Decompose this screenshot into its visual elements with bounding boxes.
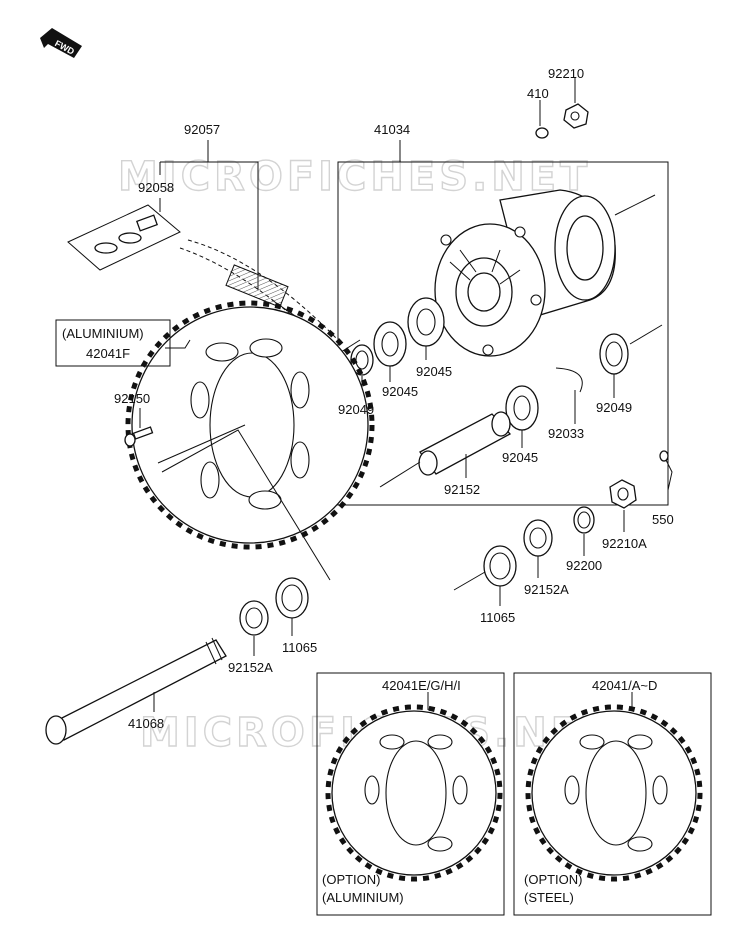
rear-hub — [434, 189, 656, 357]
label-seal-right: 92049 — [596, 400, 632, 415]
option-box-aluminium — [316, 672, 505, 916]
label-chain-link: 92058 — [138, 180, 174, 195]
bolt-icon — [124, 426, 154, 447]
cotter-pin-icon — [659, 450, 673, 491]
bearing-set — [350, 297, 663, 431]
label-hub: 41034 — [374, 122, 410, 137]
label-bearing-c: 92045 — [502, 450, 538, 465]
label-circlip: 92033 — [548, 426, 584, 441]
label-nut-top: 92210 — [548, 66, 584, 81]
label-option-steel-part: 42041/A~D — [592, 678, 657, 693]
label-alu-part: 42041F — [86, 346, 130, 361]
sprocket-aluminium — [125, 300, 375, 550]
label-option-steel-note-1: (OPTION) — [524, 872, 583, 887]
label-option-aluminium-part: 42041E/G/H/I — [382, 678, 461, 693]
spacer-tube — [379, 411, 512, 488]
label-bearing-b: 92045 — [416, 364, 452, 379]
label-option-aluminium-note-1: (OPTION) — [322, 872, 381, 887]
option-box-steel — [513, 672, 712, 916]
watermark-top: MICROFICHES.NET — [118, 154, 591, 200]
label-seal-left: 92049 — [338, 402, 374, 417]
label-collar-right: 92152A — [524, 582, 569, 597]
label-option-steel-note-2: (STEEL) — [524, 890, 574, 905]
label-washer-top: 410 — [527, 86, 549, 101]
label-axle: 41068 — [128, 716, 164, 731]
label-castle-nut: 92210A — [602, 536, 647, 551]
label-seal-outer-left: 11065 — [282, 640, 317, 655]
axle — [45, 637, 227, 745]
washer-top-icon — [535, 127, 549, 139]
label-alu-tag: (ALUMINIUM) — [62, 326, 144, 341]
label-seal-outer-right: 11065 — [480, 610, 515, 625]
sprocket-option-aluminium — [325, 704, 503, 882]
fwd-arrow-icon: FWD — [40, 28, 82, 58]
label-collar-left: 92152A — [228, 660, 273, 675]
label-bearing-a: 92045 — [382, 384, 418, 399]
sprocket-option-steel — [525, 704, 703, 882]
label-cotter-pin: 550 — [652, 512, 674, 527]
chain-link-set — [67, 204, 181, 271]
label-spacer: 92152 — [444, 482, 480, 497]
label-option-aluminium-note-2: (ALUMINIUM) — [322, 890, 404, 905]
label-washer: 92200 — [566, 558, 602, 573]
alu-tag-box — [55, 319, 171, 367]
label-bolt: 92150 — [114, 391, 150, 406]
label-chain: 92057 — [184, 122, 220, 137]
